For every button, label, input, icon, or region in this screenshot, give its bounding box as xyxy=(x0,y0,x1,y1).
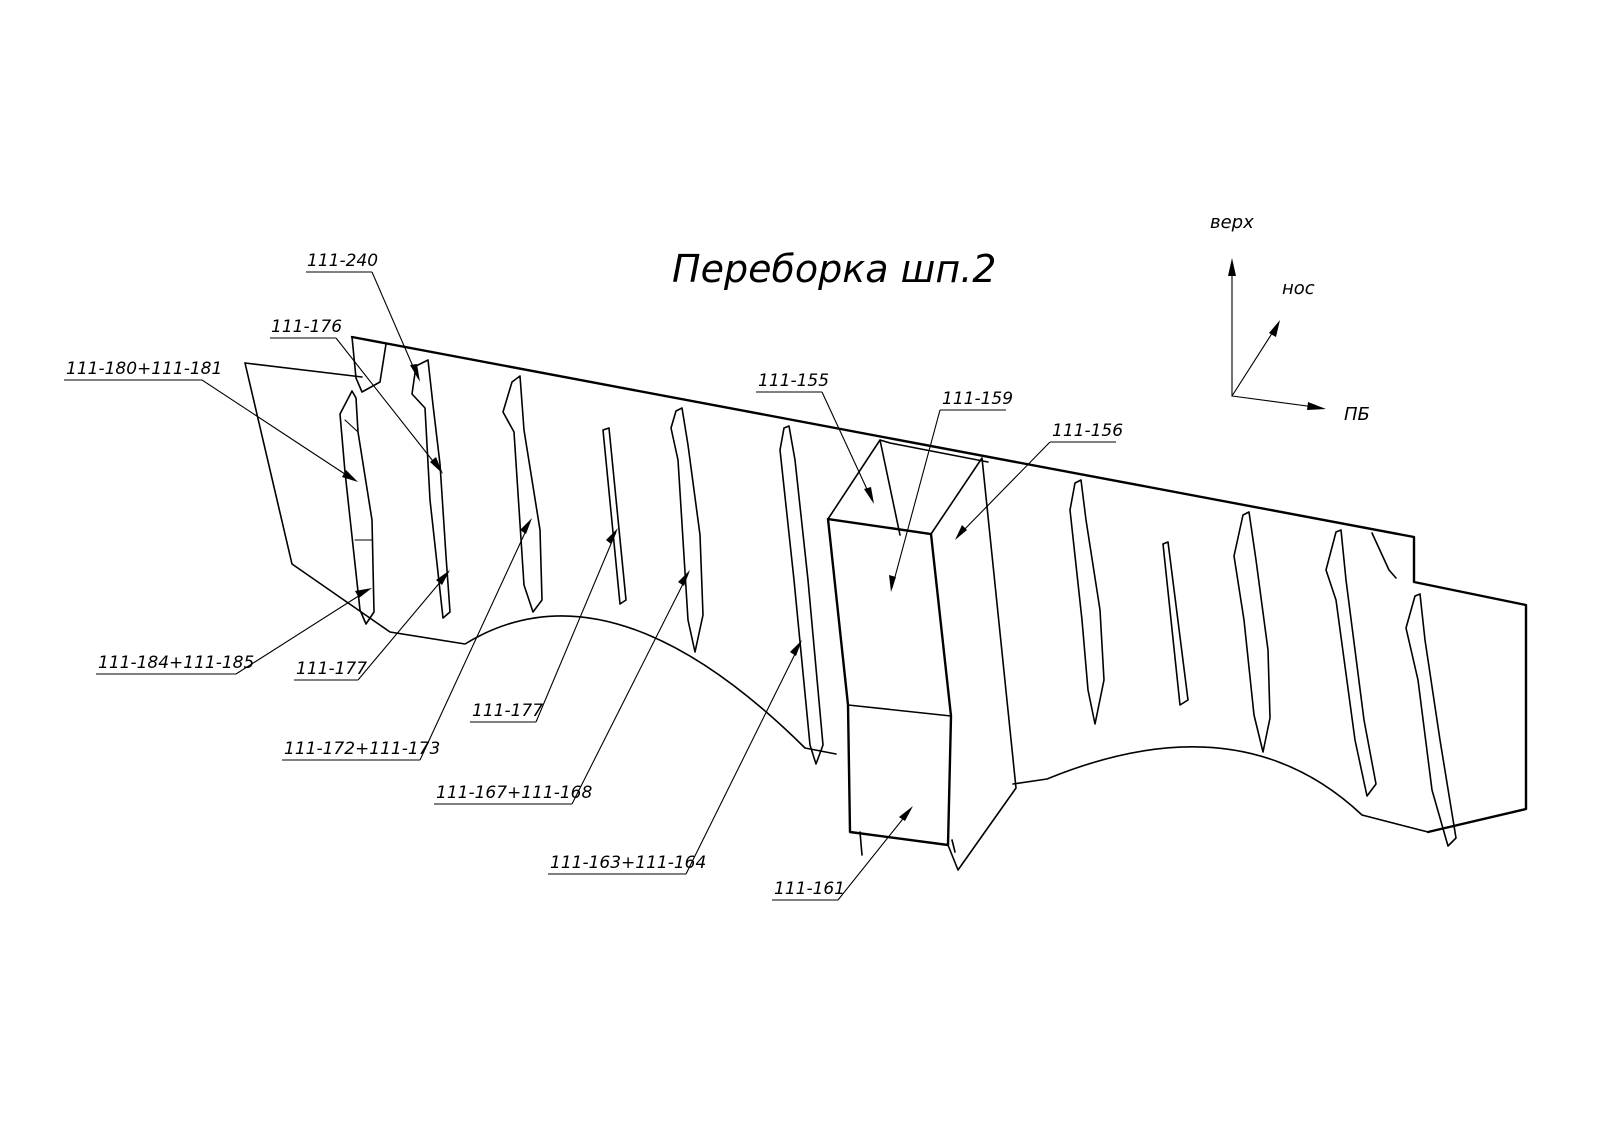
axis-label-forward: нос xyxy=(1282,278,1315,299)
callout-111-177-left: 111-177 xyxy=(296,659,367,679)
callout-111-176: 111-176 xyxy=(271,317,342,337)
callout-111-180-181: 111-180+111-181 xyxy=(66,359,222,379)
callout-111-177-center: 111-177 xyxy=(472,701,543,721)
callout-111-184-185: 111-184+111-185 xyxy=(98,653,254,673)
callout-111-161: 111-161 xyxy=(774,879,845,899)
callout-111-155: 111-155 xyxy=(758,371,829,391)
axis-label-side: ПБ xyxy=(1344,404,1370,425)
bulkhead-plate xyxy=(244,335,1528,871)
callout-111-163-164: 111-163+111-164 xyxy=(550,853,706,873)
drawing-title: Переборка шп.2 xyxy=(672,247,996,291)
stiffeners-right xyxy=(1069,479,1457,847)
callout-111-240: 111-240 xyxy=(307,251,378,271)
callouts: 111-240 111-176 111-180+111-181 111-184+… xyxy=(64,251,1123,901)
callout-111-167-168: 111-167+111-168 xyxy=(436,783,592,803)
axis-label-up: верх xyxy=(1210,212,1254,233)
callout-111-156: 111-156 xyxy=(1052,421,1123,441)
stiffeners xyxy=(339,359,824,765)
orientation-axes: верх нос ПБ xyxy=(1210,212,1370,425)
callout-111-159: 111-159 xyxy=(942,389,1013,409)
callout-111-172-173: 111-172+111-173 xyxy=(284,739,440,759)
